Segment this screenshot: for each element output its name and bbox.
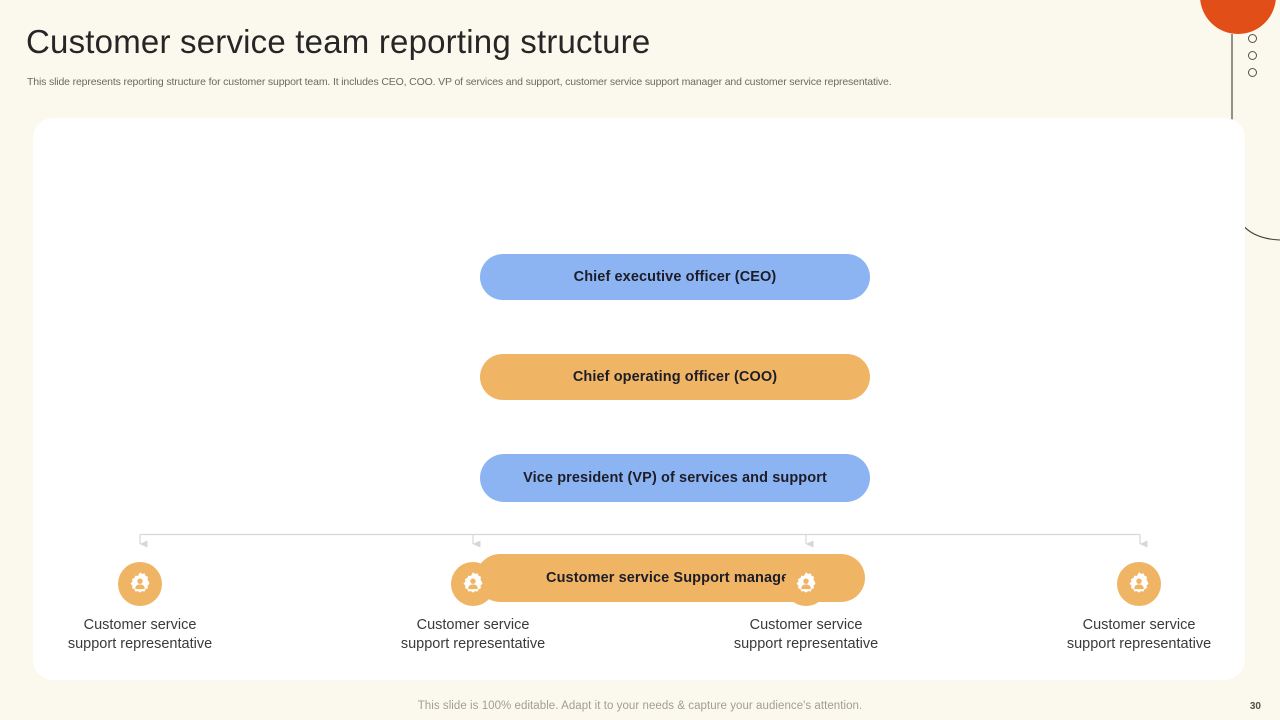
footer-note: This slide is 100% editable. Adapt it to… — [417, 700, 863, 712]
support-agent-gear-icon — [784, 562, 828, 606]
org-node-coo-label: Chief operating officer (COO) — [572, 369, 778, 385]
representative-label: Customer service support representative — [1067, 616, 1211, 654]
representative-label-line2: support representative — [1066, 636, 1212, 652]
representative-label: Customer service support representative — [401, 616, 545, 654]
page-subtitle: This slide represents reporting structur… — [27, 76, 892, 88]
page-title: Customer service team reporting structur… — [26, 23, 651, 60]
dot-group-decoration — [1248, 34, 1257, 77]
representative-label-line2: support representative — [733, 636, 879, 652]
representative-node[interactable]: Customer service support representative — [40, 562, 240, 654]
page-number: 30 — [1249, 701, 1261, 712]
org-node-vp[interactable]: Vice president (VP) of services and supp… — [480, 454, 870, 502]
representative-label-line1: Customer service — [1082, 617, 1196, 633]
org-node-ceo[interactable]: Chief executive officer (CEO) — [480, 254, 870, 300]
support-agent-gear-icon — [118, 562, 162, 606]
support-agent-gear-icon — [451, 562, 495, 606]
circle-outline-dot — [1248, 51, 1257, 60]
representative-label-line1: Customer service — [749, 617, 863, 633]
representative-label-line1: Customer service — [416, 617, 530, 633]
circle-outline-dot — [1248, 68, 1257, 77]
representative-label-line2: support representative — [400, 636, 546, 652]
representative-node[interactable]: Customer service support representative — [706, 562, 906, 654]
support-agent-gear-icon — [1117, 562, 1161, 606]
representative-node[interactable]: Customer service support representative — [1039, 562, 1239, 654]
org-node-support-manager-label: Customer service Support manager — [546, 570, 795, 586]
representative-label-line2: support representative — [67, 636, 213, 652]
circle-outline-dot — [1248, 34, 1257, 43]
org-node-coo[interactable]: Chief operating officer (COO) — [480, 354, 870, 400]
representative-node[interactable]: Customer service support representative — [373, 562, 573, 654]
content-card: Chief executive officer (CEO) Chief oper… — [33, 118, 1245, 680]
representative-label: Customer service support representative — [734, 616, 878, 654]
org-node-vp-label: Vice president (VP) of services and supp… — [523, 470, 827, 486]
representative-label: Customer service support representative — [68, 616, 212, 654]
orange-circle-decoration — [1200, 0, 1276, 34]
org-node-ceo-label: Chief executive officer (CEO) — [573, 269, 777, 285]
representative-label-line1: Customer service — [83, 617, 197, 633]
